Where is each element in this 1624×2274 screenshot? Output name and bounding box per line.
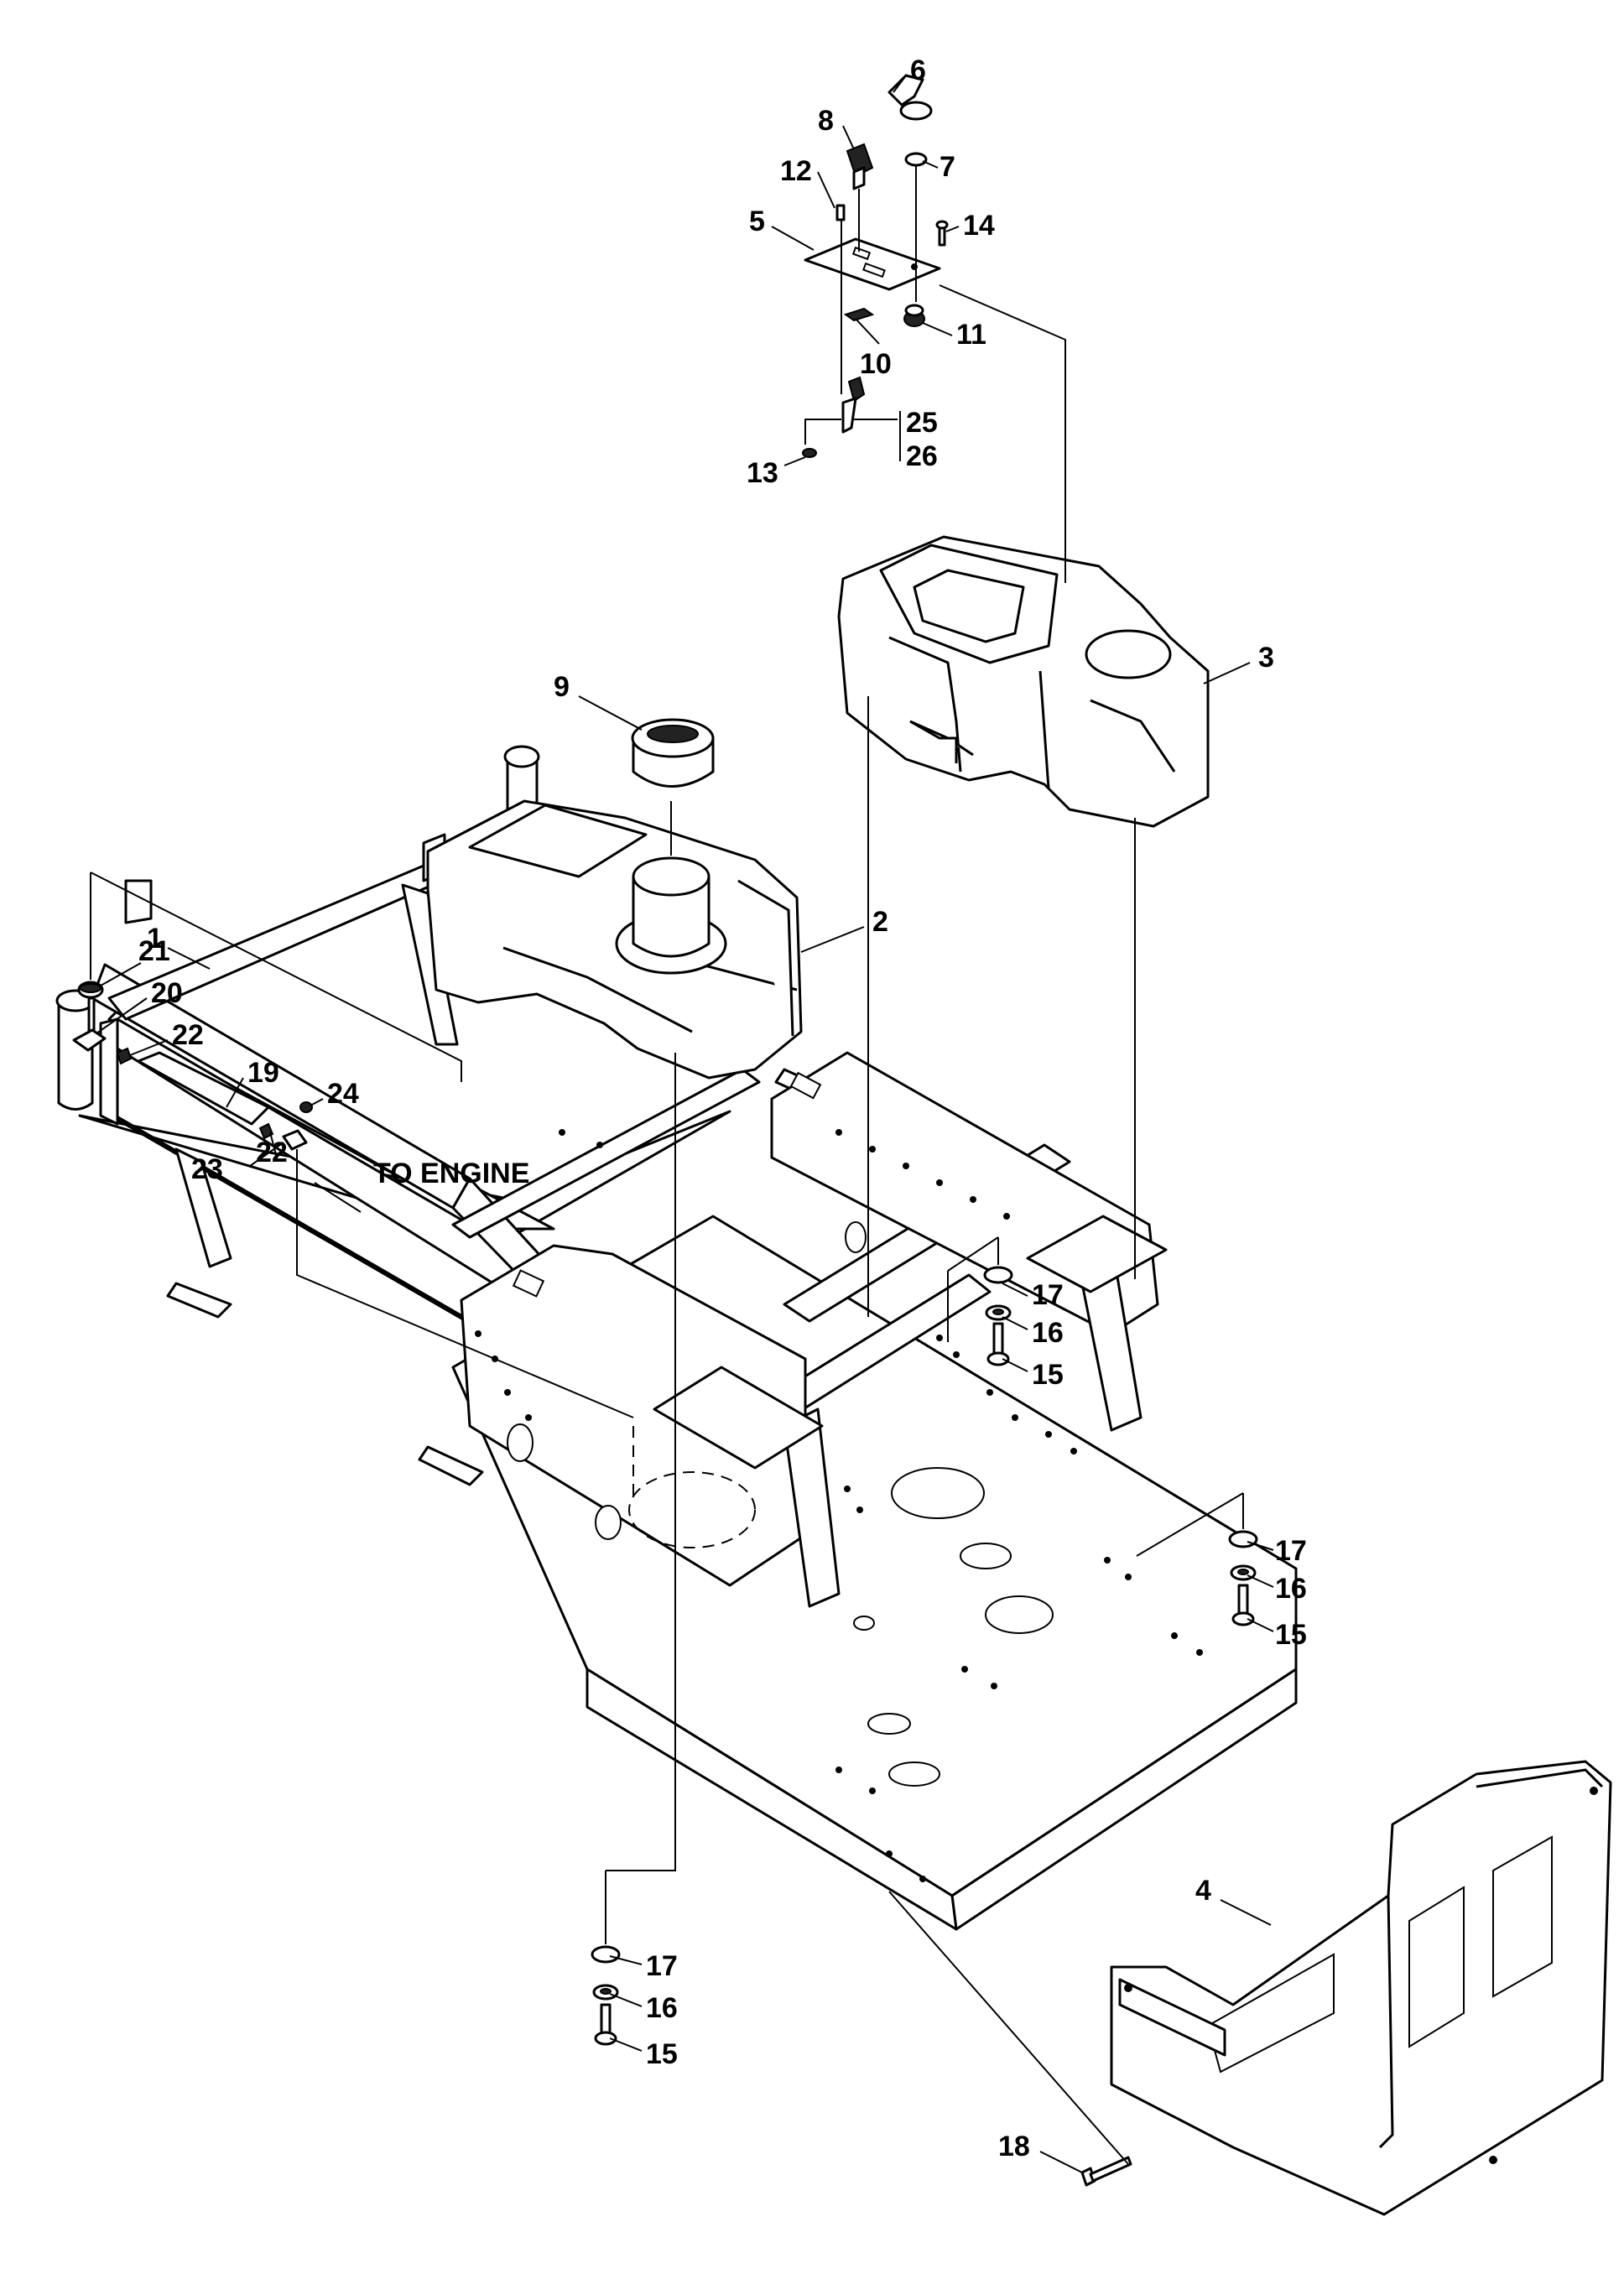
callout-4: 4	[1195, 1875, 1211, 1907]
callout-17c: 17	[646, 1950, 678, 1982]
callout-5: 5	[749, 206, 765, 237]
callout-13: 13	[747, 457, 778, 489]
callout-3: 3	[1258, 642, 1274, 674]
fuel-gauge-assembly	[802, 74, 1066, 583]
callout-14: 14	[963, 210, 995, 242]
callout-18: 18	[998, 2131, 1030, 2162]
rear-bumper	[1110, 1760, 1612, 2216]
callout-11: 11	[956, 319, 986, 351]
callout-1: 1	[147, 923, 163, 955]
to-engine-note: TO ENGINE	[373, 1158, 529, 1189]
callout-16a: 16	[1032, 1317, 1064, 1349]
callout-9: 9	[554, 671, 570, 703]
callout-23: 23	[191, 1153, 223, 1185]
callout-16c: 16	[646, 1992, 678, 2024]
leaders	[96, 75, 1274, 2173]
callout-19: 19	[247, 1057, 279, 1089]
callout-2: 2	[872, 906, 888, 938]
callout-17a: 17	[1032, 1279, 1064, 1311]
callout-17b: 17	[1275, 1535, 1307, 1567]
callout-15c: 15	[646, 2038, 678, 2070]
callout-15b: 15	[1275, 1619, 1307, 1651]
callout-6: 6	[910, 55, 926, 86]
callout-8: 8	[818, 105, 834, 137]
fuel-cap	[631, 718, 715, 788]
callout-22b: 22	[256, 1137, 288, 1168]
callout-7: 7	[940, 151, 955, 183]
callout-21: 21	[138, 935, 170, 967]
callout-labels: 1 2 3 4 5 6 7 8 9 10 11 12 13 14 15 15 1…	[138, 55, 1307, 2162]
callout-12: 12	[780, 155, 812, 187]
callout-24: 24	[327, 1078, 359, 1110]
fuel-tank-left	[426, 799, 803, 1080]
callout-16b: 16	[1275, 1573, 1307, 1605]
main-frame	[55, 745, 1298, 1931]
callout-20: 20	[151, 977, 183, 1009]
callout-25: 25	[906, 407, 938, 439]
fuel-line-assembly	[72, 872, 634, 1418]
fuel-tank-right	[837, 535, 1210, 828]
callout-15a: 15	[1032, 1359, 1064, 1391]
callout-26: 26	[906, 440, 938, 472]
callout-22a: 22	[172, 1019, 204, 1051]
callout-10: 10	[860, 348, 892, 380]
